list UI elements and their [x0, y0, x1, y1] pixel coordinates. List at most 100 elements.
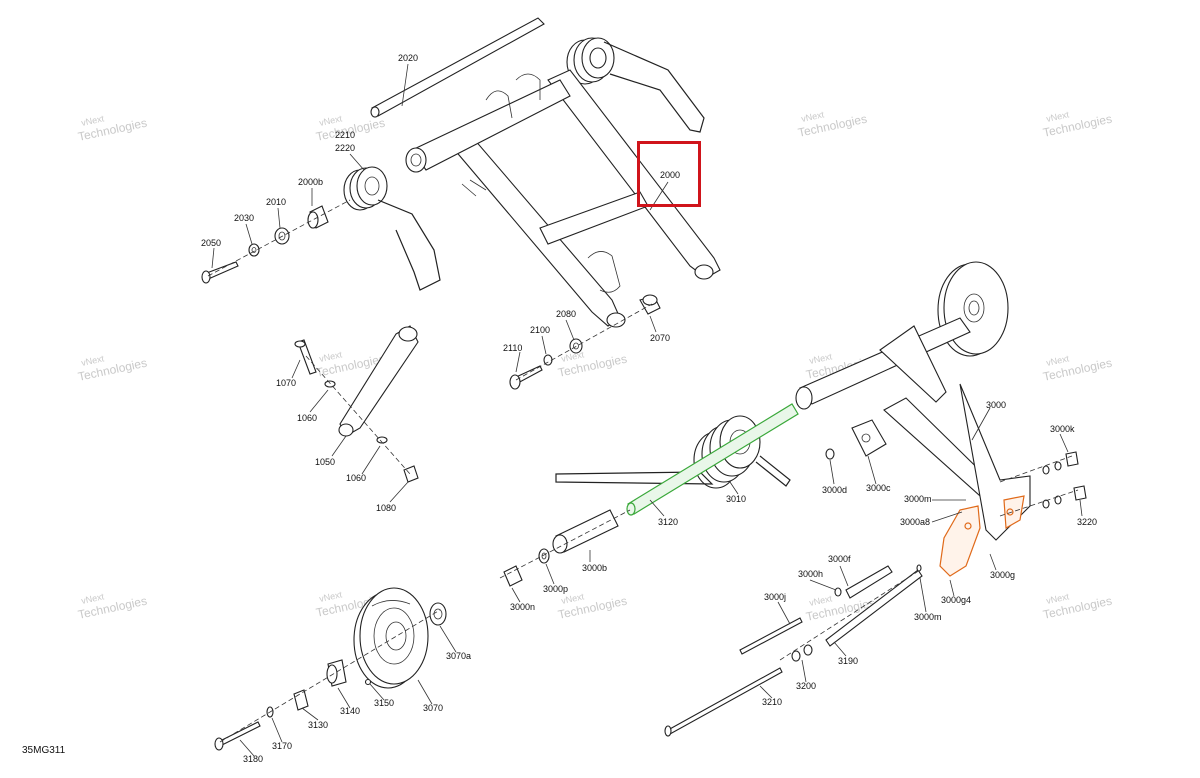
- watermark: vNext Technologies: [77, 113, 148, 144]
- part-label-3070a: 3070a: [446, 651, 471, 661]
- part-label-3120: 3120: [658, 517, 678, 527]
- svg-text:vNext: vNext: [318, 113, 343, 128]
- washer-3000p: [538, 548, 550, 564]
- part-label-3000d: 3000d: [822, 485, 847, 495]
- part-label-3210: 3210: [762, 697, 782, 707]
- fastener-3000k: [1065, 451, 1079, 467]
- nut-1080: [403, 465, 419, 483]
- svg-text:vNext: vNext: [318, 589, 343, 604]
- part-label-3170: 3170: [272, 741, 292, 751]
- part-label-3000m-upper: 3000m: [904, 494, 932, 504]
- bushing-3000n: [503, 565, 523, 587]
- bolt-3210: [664, 667, 783, 737]
- svg-text:vNext: vNext: [318, 349, 343, 364]
- part-labels: 2020 2000 2210 2220 2000b 2010 2030 2050…: [201, 53, 1097, 764]
- spacer-3140: [326, 659, 347, 687]
- part-label-3000f: 3000f: [828, 554, 851, 564]
- part-label-3190: 3190: [838, 656, 858, 666]
- wheel-assembly: [214, 587, 447, 751]
- rod-3000j: [739, 617, 803, 655]
- watermark: vNext Technologies: [1042, 591, 1113, 622]
- svg-text:vNext: vNext: [1045, 109, 1070, 124]
- watermark: vNext Technologies: [557, 349, 628, 380]
- svg-text:vNext: vNext: [808, 351, 833, 366]
- diagram-reference-code: 35MG311: [22, 745, 66, 756]
- part-label-1070: 1070: [276, 378, 296, 388]
- watermark: vNext Technologies: [77, 591, 148, 622]
- svg-text:vNext: vNext: [808, 593, 833, 608]
- part-label-3000k: 3000k: [1050, 424, 1075, 434]
- part-label-1060-top: 1060: [297, 413, 317, 423]
- part-label-2080: 2080: [556, 309, 576, 319]
- part-label-3200: 3200: [796, 681, 816, 691]
- watermark: vNext Technologies: [77, 353, 148, 384]
- part-label-3000: 3000: [986, 400, 1006, 410]
- part-label-2050: 2050: [201, 238, 221, 248]
- part-label-2020: 2020: [398, 53, 418, 63]
- link-1050: [338, 325, 419, 437]
- svg-text:vNext: vNext: [80, 353, 105, 368]
- part-label-3000a8: 3000a8: [900, 517, 930, 527]
- part-label-3000j: 3000j: [764, 592, 786, 602]
- shaft-3120: [626, 403, 799, 516]
- bolt-3180: [214, 721, 261, 751]
- washer-1060-top: [324, 380, 336, 388]
- rear-arm-3000: [795, 317, 1031, 541]
- svg-text:vNext: vNext: [560, 591, 585, 606]
- screw-3150: [364, 678, 372, 686]
- torsion-spring-2220: [343, 166, 441, 291]
- part-label-3000h: 3000h: [798, 569, 823, 579]
- part-label-2030: 2030: [234, 213, 254, 223]
- part-label-3000p: 3000p: [543, 584, 568, 594]
- washers-right: [1042, 461, 1062, 509]
- part-label-3010: 3010: [726, 494, 746, 504]
- washer-3000h: [834, 587, 842, 597]
- watermark: vNext Technologies: [797, 109, 868, 140]
- wheel-3070: [353, 587, 429, 689]
- rear-arm-assembly: [499, 261, 1087, 737]
- svg-text:vNext: vNext: [80, 113, 105, 128]
- link-assembly: [294, 325, 419, 483]
- rod-3190: [825, 564, 923, 647]
- part-label-3000n: 3000n: [510, 602, 535, 612]
- svg-text:vNext: vNext: [1045, 353, 1070, 368]
- front-arm-2000: [405, 69, 721, 328]
- svg-text:vNext: vNext: [80, 591, 105, 606]
- plates-3000g: [939, 495, 1025, 577]
- svg-text:vNext: vNext: [560, 349, 585, 364]
- washer-2080: [569, 338, 583, 354]
- front-arm-assembly: [201, 17, 721, 390]
- part-label-2070: 2070: [650, 333, 670, 343]
- cam-3000c: [851, 419, 887, 457]
- bolt-2050: [201, 261, 239, 284]
- part-label-2010: 2010: [266, 197, 286, 207]
- part-label-3130: 3130: [308, 720, 328, 730]
- part-label-3180: 3180: [243, 754, 263, 764]
- part-label-2220: 2220: [335, 143, 355, 153]
- leader-lines: [211, 63, 1083, 757]
- part-label-2000b: 2000b: [298, 177, 323, 187]
- selected-part-highlight[interactable]: [637, 141, 701, 207]
- part-label-1080: 1080: [376, 503, 396, 513]
- part-label-3000c: 3000c: [866, 483, 891, 493]
- washers-3200: [791, 644, 813, 662]
- part-label-2210: 2210: [335, 130, 355, 140]
- part-label-3000b: 3000b: [582, 563, 607, 573]
- bushing-3130: [293, 689, 309, 711]
- part-label-2000: 2000: [660, 170, 680, 180]
- torsion-spring-top-right: [566, 37, 705, 133]
- washer-3000d: [825, 448, 835, 460]
- part-label-1060-bottom: 1060: [346, 473, 366, 483]
- part-label-1050: 1050: [315, 457, 335, 467]
- part-label-3220: 3220: [1077, 517, 1097, 527]
- svg-text:vNext: vNext: [1045, 591, 1070, 606]
- svg-text:vNext: vNext: [800, 109, 825, 124]
- part-label-3140: 3140: [340, 706, 360, 716]
- part-label-3000m-lower: 3000m: [914, 612, 942, 622]
- watermark: vNext Technologies: [1042, 109, 1113, 140]
- washer-1060-bottom: [376, 436, 388, 444]
- bushing-2070: [639, 294, 661, 315]
- part-label-2110: 2110: [503, 343, 522, 353]
- nut-3220: [1073, 485, 1087, 501]
